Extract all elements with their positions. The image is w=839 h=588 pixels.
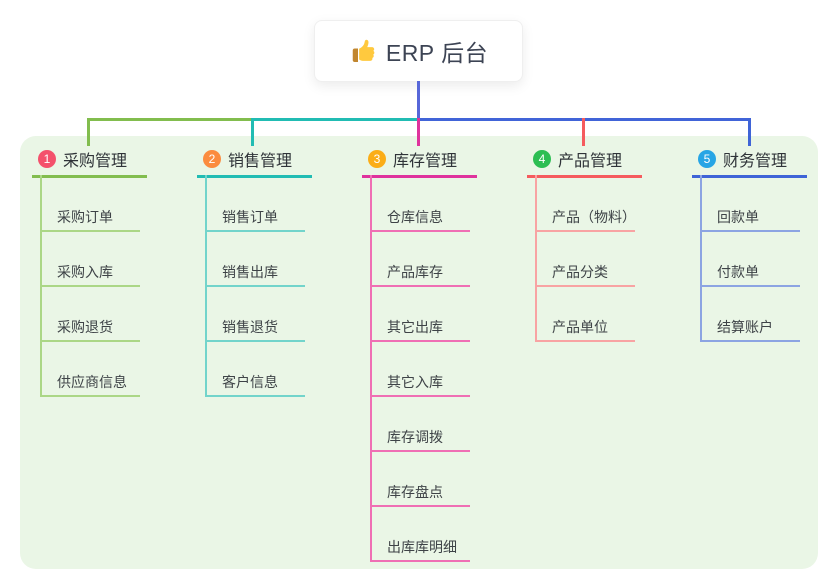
topic-label[interactable]: 其它入库: [387, 374, 443, 390]
branch-title-4[interactable]: 4 产品管理: [533, 149, 623, 170]
topic-underline: [370, 505, 470, 507]
topic-underline: [40, 285, 140, 287]
topic-label[interactable]: 结算账户: [717, 319, 773, 335]
branch-title-1[interactable]: 1 采购管理: [38, 149, 128, 170]
topic-label[interactable]: 产品分类: [552, 264, 608, 280]
topic-underline: [700, 285, 800, 287]
branch-badge: 5: [698, 150, 716, 168]
topic-label[interactable]: 采购订单: [57, 209, 113, 225]
topic-underline: [370, 395, 470, 397]
branch-label: 产品管理: [558, 153, 623, 170]
topic-underline: [370, 285, 470, 287]
branch-title-5[interactable]: 5 财务管理: [698, 149, 788, 170]
topic-underline: [205, 285, 305, 287]
topic-label[interactable]: 仓库信息: [387, 209, 443, 225]
topic-underline: [370, 230, 470, 232]
topic-underline: [370, 340, 470, 342]
topic-label[interactable]: 产品库存: [387, 264, 443, 280]
root-node[interactable]: ERP 后台: [314, 20, 523, 82]
topic-underline: [535, 340, 635, 342]
topic-underline: [40, 395, 140, 397]
branch-badge: 3: [368, 150, 386, 168]
topic-underline: [40, 340, 140, 342]
connector-drop-branch-5: [748, 118, 751, 146]
branch-badge: 4: [533, 150, 551, 168]
connector-drop-branch-4: [582, 118, 585, 146]
topic-label[interactable]: 库存盘点: [387, 484, 443, 500]
topic-label[interactable]: 回款单: [717, 209, 759, 225]
topic-underline: [370, 560, 470, 562]
topic-label[interactable]: 客户信息: [222, 374, 278, 390]
branch-label: 财务管理: [723, 153, 788, 170]
topic-label[interactable]: 出库库明细: [387, 539, 457, 555]
topic-label[interactable]: 销售出库: [222, 264, 278, 280]
topic-underline: [205, 395, 305, 397]
branch-title-3[interactable]: 3 库存管理: [368, 149, 458, 170]
connector-root-line: [417, 81, 420, 119]
topic-underline: [205, 230, 305, 232]
topic-label[interactable]: 付款单: [717, 264, 759, 280]
branch-label: 采购管理: [63, 153, 128, 170]
connector-rail-right: [419, 118, 751, 121]
connector-drop-branch-3: [417, 118, 420, 146]
topic-label[interactable]: 其它出库: [387, 319, 443, 335]
connector-drop-branch-1: [87, 118, 90, 146]
topic-label[interactable]: 供应商信息: [57, 374, 127, 390]
root-title: ERP 后台: [385, 40, 489, 66]
topic-label[interactable]: 产品单位: [552, 319, 608, 335]
branch-spine: [535, 175, 537, 342]
connector-drop-branch-2: [251, 118, 254, 146]
topic-label[interactable]: 销售退货: [222, 319, 278, 335]
branch-underline: [197, 175, 312, 178]
topic-label[interactable]: 库存调拨: [387, 429, 443, 445]
branch-title-2[interactable]: 2 销售管理: [203, 149, 293, 170]
topic-underline: [205, 340, 305, 342]
topic-underline: [40, 230, 140, 232]
branches-panel: [20, 136, 818, 569]
connector-rail-left: [87, 118, 254, 121]
branch-badge: 2: [203, 150, 221, 168]
branch-label: 销售管理: [228, 153, 293, 170]
topic-label[interactable]: 销售订单: [222, 209, 278, 225]
topic-label[interactable]: 采购退货: [57, 319, 113, 335]
branch-underline: [362, 175, 477, 178]
topic-underline: [700, 230, 800, 232]
topic-underline: [700, 340, 800, 342]
topic-underline: [535, 230, 635, 232]
branch-underline: [32, 175, 147, 178]
topic-label[interactable]: 产品（物料）: [552, 209, 636, 225]
topic-label[interactable]: 采购入库: [57, 264, 113, 280]
thumbs-up-icon: [349, 38, 376, 65]
topic-underline: [370, 450, 470, 452]
topic-underline: [535, 285, 635, 287]
branch-underline: [527, 175, 642, 178]
branch-badge: 1: [38, 150, 56, 168]
branch-underline: [692, 175, 807, 178]
connector-rail-mid: [251, 118, 420, 121]
branch-spine: [700, 175, 702, 342]
branch-spine: [370, 175, 372, 562]
branch-label: 库存管理: [393, 153, 458, 170]
